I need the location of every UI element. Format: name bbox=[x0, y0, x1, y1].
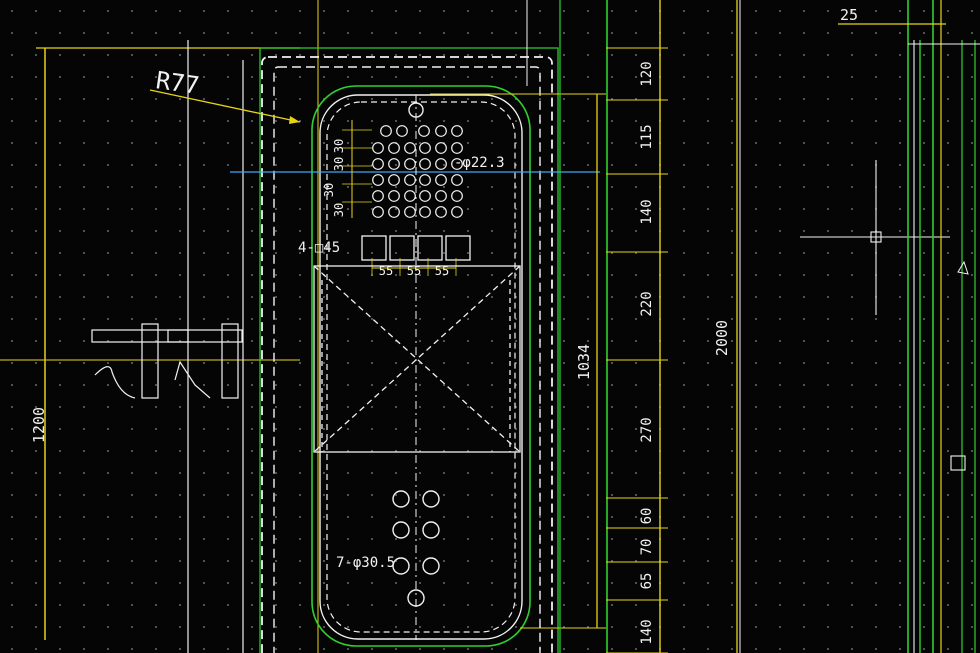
hole-r3-c2 bbox=[404, 174, 416, 186]
dimension-2000: 2000 bbox=[713, 0, 741, 653]
top-hole-grid bbox=[372, 125, 463, 218]
hole-r2-c3 bbox=[419, 158, 431, 170]
right-dim-label-6: 60 bbox=[639, 508, 655, 525]
pitch-label-c: 30 bbox=[322, 183, 336, 197]
hole-r3-c4 bbox=[435, 174, 447, 186]
hole-r5-c0 bbox=[372, 206, 384, 218]
hole-r3-c3 bbox=[419, 174, 431, 186]
square-hole-3 bbox=[417, 235, 443, 261]
bottom-holes bbox=[392, 102, 440, 607]
dimension-text-2000: 2000 bbox=[713, 320, 731, 356]
right-stacked-dimensions: 120 115 140 220 270 60 70 65 140 bbox=[606, 0, 668, 653]
hole-pitch-dimensions: 30 30 30 30 bbox=[322, 120, 372, 218]
hinge-sketch bbox=[91, 323, 243, 399]
radius-callout: R77 bbox=[149, 66, 301, 124]
hole-r2-c4 bbox=[435, 158, 447, 170]
hole-r0-c3 bbox=[435, 125, 447, 137]
right-dim-label-5: 270 bbox=[639, 417, 655, 442]
hole-r1-c2 bbox=[404, 142, 416, 154]
hole-r3-c0 bbox=[372, 174, 384, 186]
hole-r5-c4 bbox=[435, 206, 447, 218]
hole-r2-c2 bbox=[404, 158, 416, 170]
hole-r0-c1 bbox=[396, 125, 408, 137]
square-holes-label: 4-□45 bbox=[298, 240, 340, 256]
square-holes bbox=[361, 235, 471, 261]
hole-r4-c5 bbox=[451, 190, 463, 202]
square-hole-4 bbox=[445, 235, 471, 261]
hole-r4-c1 bbox=[388, 190, 400, 202]
hole-r0-c4 bbox=[451, 125, 463, 137]
dimension-text-1200: 1200 bbox=[30, 407, 48, 443]
hole-r4-c3 bbox=[419, 190, 431, 202]
outer-panel-outline bbox=[259, 47, 559, 653]
hole-r4-c2 bbox=[404, 190, 416, 202]
right-frame bbox=[838, 0, 980, 653]
hole-r0-c0 bbox=[380, 125, 392, 137]
right-dim-label-2: 115 bbox=[639, 124, 655, 149]
hole-r4-c0 bbox=[372, 190, 384, 202]
hole-r5-c2 bbox=[404, 206, 416, 218]
right-dim-label-1: 120 bbox=[639, 61, 655, 86]
hole-r1-c4 bbox=[435, 142, 447, 154]
hole-r1-c3 bbox=[419, 142, 431, 154]
right-dim-label-3: 140 bbox=[639, 199, 655, 224]
hole-r2-c5 bbox=[451, 158, 463, 170]
display-cutout bbox=[313, 265, 521, 453]
pitch-label-b: 30 bbox=[332, 157, 346, 171]
square-dim-3: 55 bbox=[435, 264, 449, 278]
top-holes-label: -φ22.3 bbox=[454, 155, 505, 171]
hole-r1-c5 bbox=[451, 142, 463, 154]
pitch-label-d: 30 bbox=[332, 203, 346, 217]
dimension-1200: 1200 bbox=[0, 47, 300, 640]
hole-r2-c0 bbox=[372, 158, 384, 170]
hole-r2-c1 bbox=[388, 158, 400, 170]
hole-r0-c2 bbox=[418, 125, 430, 137]
hole-r1-c1 bbox=[388, 142, 400, 154]
hole-r5-c5 bbox=[451, 206, 463, 218]
right-dim-label-9: 140 bbox=[639, 619, 655, 644]
hole-r3-c5 bbox=[451, 174, 463, 186]
square-dim-1: 55 bbox=[379, 264, 393, 278]
square-dim-2: 55 bbox=[407, 264, 421, 278]
bottom-holes-label: 7-φ30.5 bbox=[336, 555, 395, 571]
hole-r5-c1 bbox=[388, 206, 400, 218]
square-hole-dimensions: 55 55 55 bbox=[371, 258, 457, 278]
square-hole-2 bbox=[389, 235, 415, 261]
hole-r3-c1 bbox=[388, 174, 400, 186]
inner-window-outline bbox=[311, 85, 531, 647]
hole-r1-c0 bbox=[372, 142, 384, 154]
square-hole-1 bbox=[361, 235, 387, 261]
radius-label: R77 bbox=[154, 66, 201, 100]
right-dim-label-7: 70 bbox=[639, 539, 655, 556]
dimension-text-1034: 1034 bbox=[575, 344, 593, 380]
pitch-label-a: 30 bbox=[332, 139, 346, 153]
hole-r4-c4 bbox=[435, 190, 447, 202]
right-dim-label-4: 220 bbox=[639, 291, 655, 316]
crosshair-marker bbox=[800, 160, 950, 315]
hole-r5-c3 bbox=[419, 206, 431, 218]
right-dim-label-8: 65 bbox=[639, 573, 655, 590]
right-top-dimension: 25 bbox=[840, 6, 858, 24]
dimension-1034: 1034 bbox=[430, 93, 606, 629]
